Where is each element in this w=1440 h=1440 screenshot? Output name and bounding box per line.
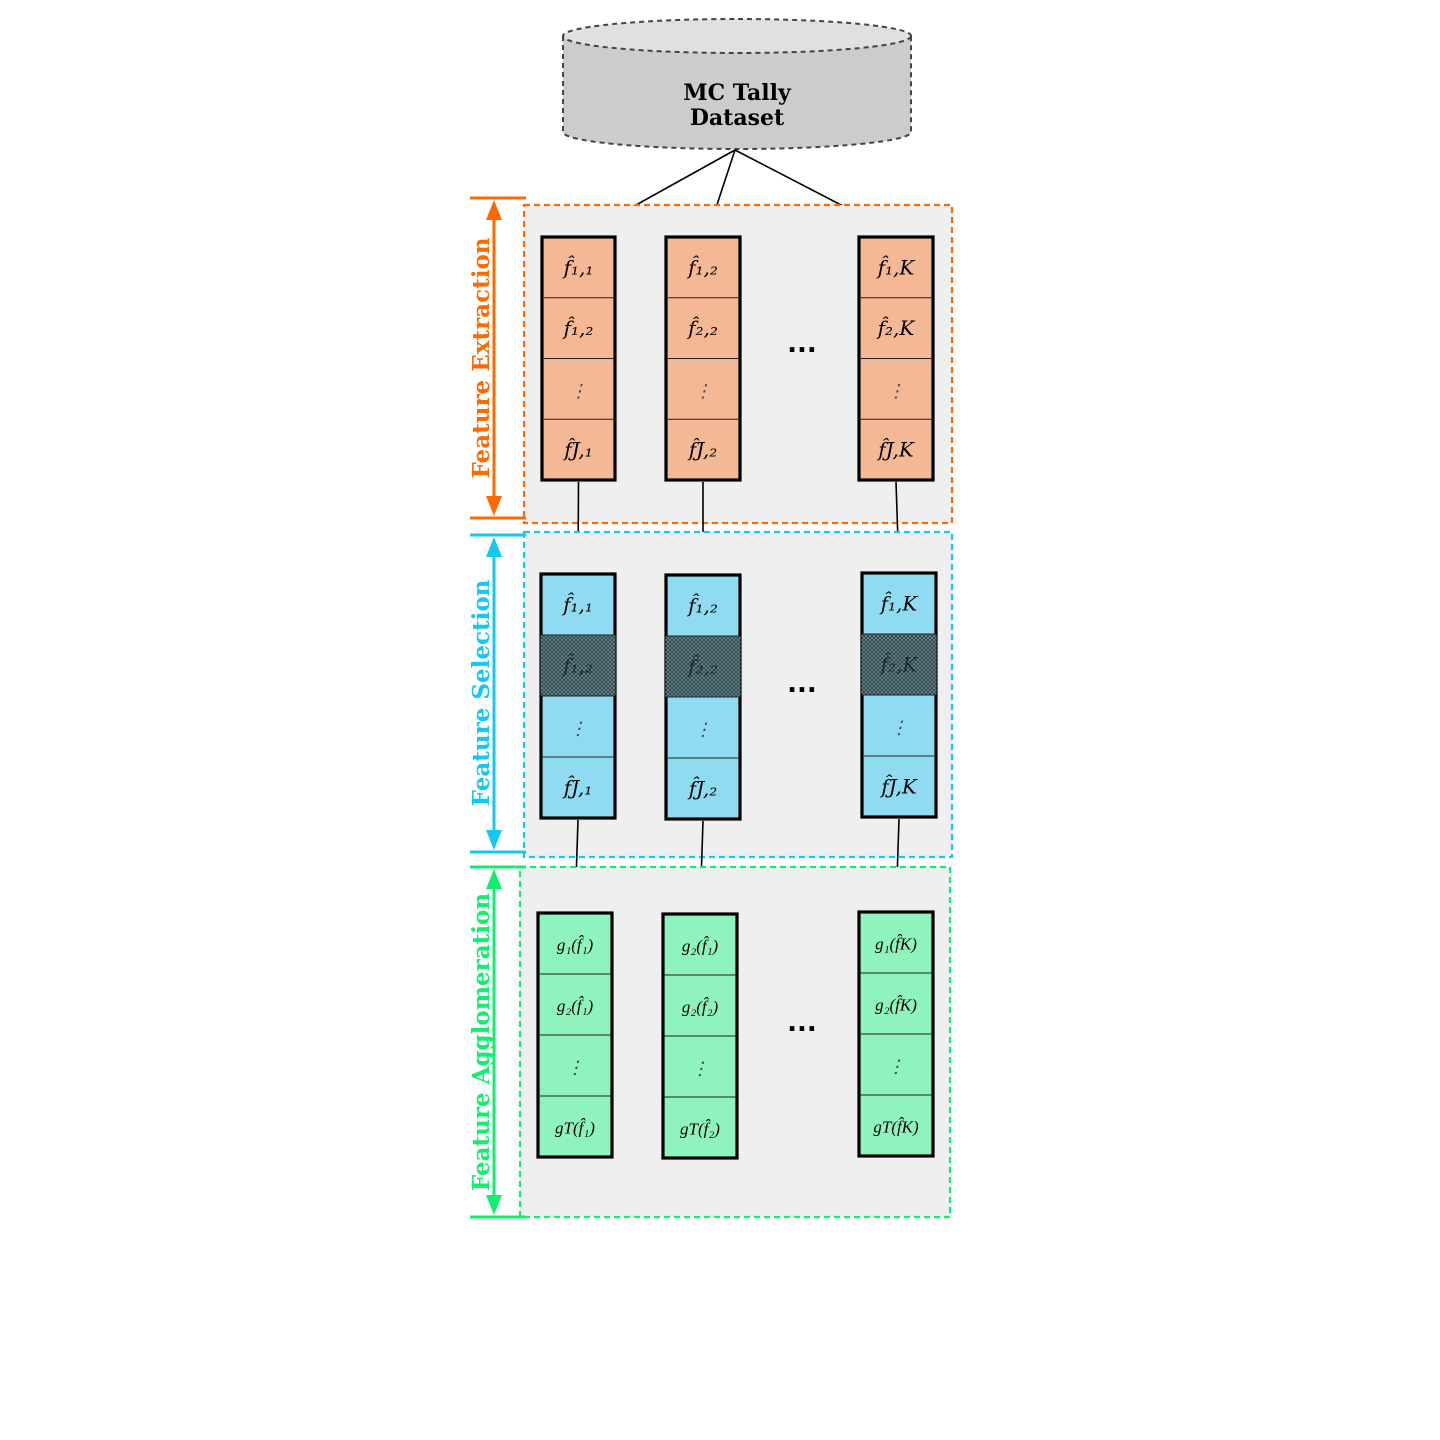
agglomeration-feature-column: g₂(f̂₁) g₂(f̂₂) ⋮ gT(f̂₂)	[661, 912, 739, 1160]
selection-feature-column: f̂₁,₁ f̂₁,₂ ⋮ f̂J,₁	[539, 572, 617, 820]
feature-cell: ⋮	[890, 718, 908, 739]
feature-cell: ⋮	[566, 1058, 584, 1078]
feature-cell: g₁(f̂K)	[875, 934, 917, 954]
feature-cell: f̂₁,K	[876, 255, 916, 279]
extraction-ellipsis: ...	[787, 329, 817, 359]
selection-feature-column: f̂₁,K f̂₂,K ⋮ f̂J,K	[860, 571, 938, 819]
dataset-title-line2: Dataset	[690, 105, 785, 131]
dataset-title-line1: MC Tally	[683, 80, 792, 106]
feature-cell: ⋮	[694, 381, 712, 402]
masked-cell	[664, 635, 742, 698]
feature-cell: ⋮	[569, 719, 587, 740]
selection-feature-column: f̂₁,₂ f̂₂,₂ ⋮ f̂J,₂	[664, 573, 742, 821]
extraction-feature-column: f̂₁,₁ f̂₁,₂ ⋮ f̂J,₁	[540, 235, 617, 482]
feature-cell: ⋮	[694, 720, 712, 741]
feature-cell: ⋮	[887, 381, 905, 402]
feature-cell: g₂(f̂₁)	[682, 936, 719, 956]
feature-cell: g₂(f̂₂)	[682, 997, 719, 1017]
feature-cell: f̂₁,₁	[561, 592, 593, 616]
agglomeration-feature-column: g₁(f̂K) g₂(f̂K) ⋮ gT(f̂K)	[857, 910, 935, 1158]
feature-cell: f̂₂,K	[876, 316, 916, 340]
feature-cell: f̂J,₂	[687, 437, 718, 461]
selection-bracket	[470, 533, 526, 854]
masked-feature-cell: f̂₂,₂	[686, 654, 718, 678]
feature-cell: f̂₁,₂	[686, 593, 718, 617]
stage-extraction: Feature Extraction...f̂₁,₁f̂₁,₂⋮f̂J,₁f̂₁…	[468, 196, 954, 575]
extraction-feature-column: f̂₁,K f̂₂,K ⋮ f̂J,K	[857, 235, 935, 482]
feature-cell: f̂J,₁	[562, 775, 593, 799]
feature-cell: gT(f̂K)	[873, 1117, 919, 1137]
selection-ellipsis: ...	[787, 669, 817, 699]
feature-cell: f̂₁,K	[879, 591, 919, 615]
agglomeration-ellipsis: ...	[787, 1008, 817, 1038]
feature-cell: g₂(f̂₁)	[557, 996, 594, 1016]
feature-cell: f̂J,K	[876, 437, 915, 461]
feature-cell: f̂J,₁	[562, 437, 593, 461]
feature-cell: gT(f̂₂)	[680, 1119, 720, 1139]
feature-cell: g₂(f̂K)	[875, 995, 917, 1015]
feature-cell: ⋮	[887, 1057, 905, 1077]
extraction-label: Feature Extraction	[468, 237, 495, 478]
dataset-cylinder: MC Tally Dataset	[562, 18, 912, 150]
feature-cell: ⋮	[570, 381, 588, 402]
feature-cell: f̂J,₂	[687, 776, 718, 800]
feature-cell: f̂J,K	[879, 774, 918, 798]
feature-cell: f̂₁,₁	[562, 255, 594, 279]
agglomeration-label: Feature Agglomeration	[468, 893, 495, 1191]
extraction-feature-column: f̂₁,₂ f̂₂,₂ ⋮ f̂J,₂	[664, 235, 742, 482]
feature-cell: ⋮	[691, 1059, 709, 1079]
feature-cell: f̂₁,₂	[686, 255, 718, 279]
masked-feature-cell: f̂₂,K	[879, 652, 919, 676]
stage-selection: Feature Selection...f̂₁,₁f̂₁,₂⋮f̂J,₁f̂₁,…	[468, 530, 954, 914]
stage-agglomeration: Feature Agglomeration...g₁(f̂₁)g₂(f̂₁)⋮g…	[468, 865, 952, 1219]
extraction-bracket	[470, 196, 526, 520]
feature-cell: gT(f̂₁)	[555, 1118, 595, 1138]
masked-cell	[860, 633, 938, 696]
feature-cell: f̂₂,₂	[686, 316, 718, 340]
feature-cell: f̂₁,₂	[562, 316, 594, 340]
agglomeration-feature-column: g₁(f̂₁) g₂(f̂₁) ⋮ gT(f̂₁)	[536, 911, 614, 1159]
selection-label: Feature Selection	[468, 579, 495, 806]
masked-cell	[539, 634, 617, 697]
masked-feature-cell: f̂₁,₂	[561, 653, 593, 677]
feature-cell: g₁(f̂₁)	[557, 935, 594, 955]
agglomeration-bracket	[470, 865, 526, 1219]
